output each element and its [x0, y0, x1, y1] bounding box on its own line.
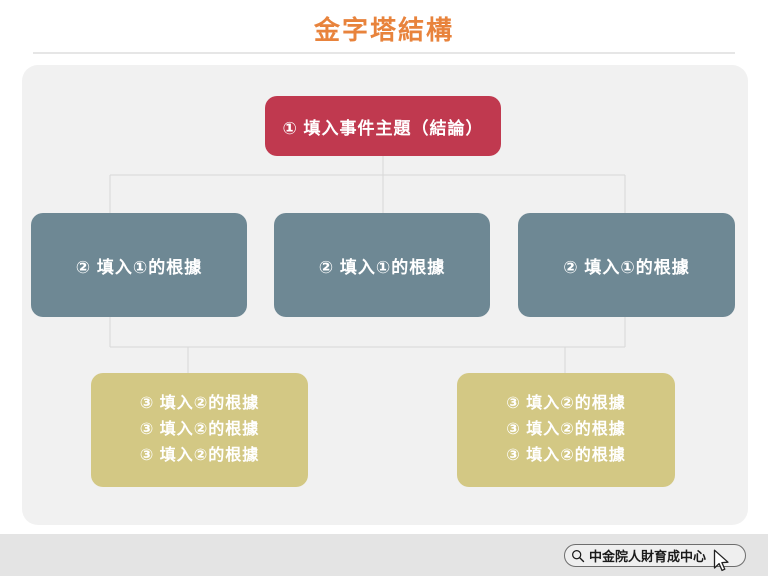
- mouse-pointer-icon: [713, 549, 729, 572]
- pyramid-node-bottom-2-line-2: ③ 填入②的根據: [506, 421, 626, 438]
- pyramid-node-bottom-2-line-3: ③ 填入②的根據: [506, 447, 626, 464]
- pyramid-node-bottom-1-line-1: ③ 填入②的根據: [139, 395, 260, 412]
- pyramid-node-mid-1[interactable]: ② 填入①的根據: [31, 213, 247, 317]
- search-input[interactable]: 中金院人財育成中心: [589, 549, 707, 564]
- search-box[interactable]: 中金院人財育成中心: [564, 544, 746, 567]
- pyramid-node-bottom-1-line-3: ③ 填入②的根據: [139, 447, 260, 464]
- pyramid-node-bottom-1[interactable]: ③ 填入②的根據 ③ 填入②的根據 ③ 填入②的根據: [91, 373, 308, 487]
- title-divider: [33, 52, 735, 54]
- pyramid-node-mid-3[interactable]: ② 填入①的根據: [518, 213, 735, 317]
- pyramid-node-top-label: ① 填入事件主題（結論）: [282, 118, 484, 138]
- search-icon: [572, 549, 585, 562]
- page-title: 金字塔結構: [313, 15, 454, 45]
- pyramid-node-mid-2-label: ② 填入①的根據: [318, 257, 446, 277]
- pyramid-node-top[interactable]: ① 填入事件主題（結論）: [265, 96, 501, 156]
- pyramid-node-bottom-2-line-1: ③ 填入②的根據: [506, 395, 626, 412]
- pyramid-node-bottom-2[interactable]: ③ 填入②的根據 ③ 填入②的根據 ③ 填入②的根據: [457, 373, 675, 487]
- pyramid-node-mid-2[interactable]: ② 填入①的根據: [274, 213, 490, 317]
- pyramid-node-mid-1-label: ② 填入①的根據: [75, 257, 203, 277]
- pyramid-node-mid-3-label: ② 填入①的根據: [563, 257, 690, 277]
- pyramid-node-bottom-1-line-2: ③ 填入②的根據: [139, 421, 260, 438]
